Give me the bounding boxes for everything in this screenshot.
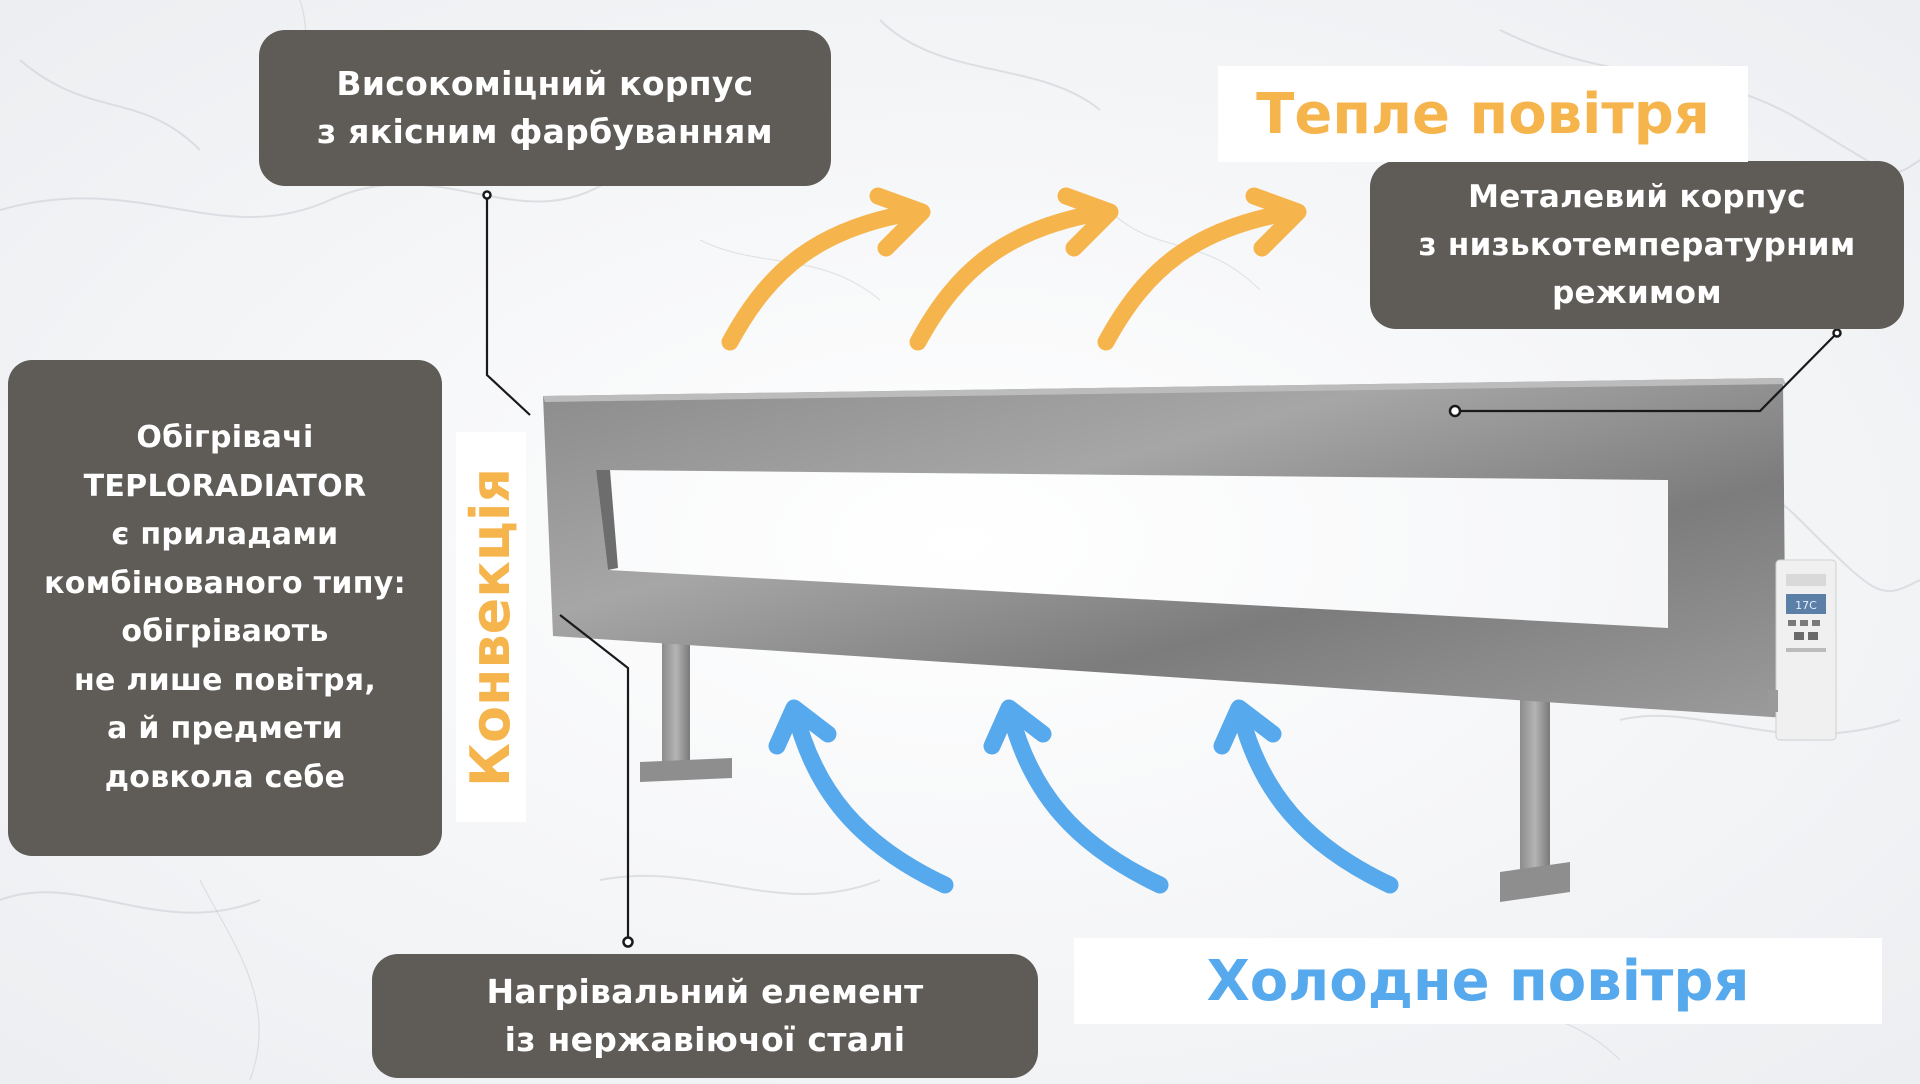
connector-dots	[482, 190, 1842, 948]
callout-heating-element: Нагрівальний елемент із нержавіючої стал…	[372, 954, 1038, 1078]
warm-air-label: Тепле повітря	[1218, 66, 1748, 162]
warm-air-arrows	[721, 187, 1307, 351]
cold-air-label: Холодне повітря	[1074, 938, 1882, 1024]
convection-label: Конвекція	[456, 432, 526, 822]
callout-heating-element-text: Нагрівальний елемент із нержавіючої стал…	[486, 972, 924, 1059]
callout-high-strength-body-text: Високоміцний корпус з якісним фарбування…	[317, 64, 773, 151]
callout-heaters-description: Обігрівачі TEPLORADIATOR є приладами ком…	[8, 360, 442, 856]
callout-metal-body-text: Металевий корпус з низькотемпературним р…	[1418, 179, 1856, 311]
warm-air-label-text: Тепле повітря	[1256, 81, 1710, 147]
svg-text:17C: 17C	[1795, 599, 1817, 612]
cold-air-arrows	[768, 699, 1399, 894]
connector-lines	[485, 195, 1838, 942]
convection-label-text: Конвекція	[459, 467, 523, 787]
thermostat-controller: 17C	[1768, 559, 1837, 741]
callout-heaters-description-text: Обігрівачі TEPLORADIATOR є приладами ком…	[44, 420, 406, 795]
radiator-panel	[543, 378, 1786, 718]
cold-air-label-text: Холодне повітря	[1206, 948, 1750, 1014]
callout-metal-body: Металевий корпус з низькотемпературним р…	[1370, 161, 1904, 329]
radiator-legs	[640, 640, 1570, 902]
callout-high-strength-body: Високоміцний корпус з якісним фарбування…	[259, 30, 831, 186]
